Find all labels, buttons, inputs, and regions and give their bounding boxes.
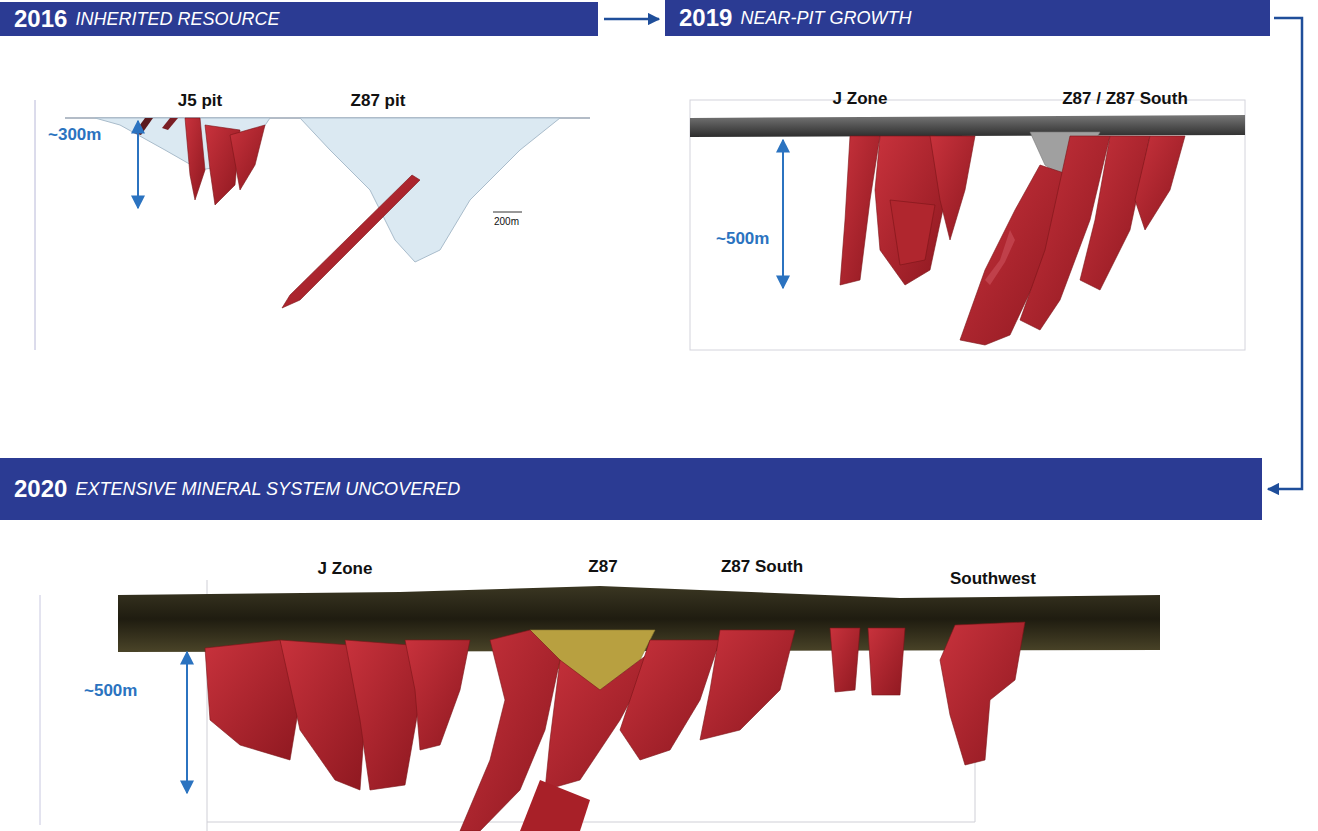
ore-body (345, 640, 420, 790)
ground-surface (690, 115, 1245, 137)
zone-label: J Zone (833, 90, 888, 109)
scale-label: 200m (494, 216, 519, 227)
zone-label: Southwest (950, 570, 1036, 589)
depth-arrow (137, 121, 139, 208)
model-frame (690, 100, 1245, 350)
zone-label: Z87 (588, 558, 617, 577)
depth-arrow (782, 140, 784, 288)
year-banner: 2020 EXTENSIVE MINERAL SYSTEM UNCOVERED (0, 458, 1262, 520)
pit-shell (300, 118, 560, 262)
ore-body (282, 175, 420, 308)
ore-body (940, 622, 1025, 765)
ore-body (230, 125, 265, 190)
banner-subtitle: INHERITED RESOURCE (75, 9, 279, 30)
banner-year: 2019 (679, 4, 732, 32)
panel-2020 (40, 580, 1160, 831)
depth-label: ~300m (48, 126, 101, 145)
banner-subtitle: NEAR-PIT GROWTH (740, 8, 911, 29)
panel-2016 (35, 100, 590, 350)
year-banner: 2016 INHERITED RESOURCE (0, 2, 598, 36)
ore-body (830, 628, 860, 692)
flow-arrow (604, 18, 659, 21)
ore-body (620, 640, 720, 760)
zone-label: Z87 pit (351, 92, 406, 111)
ore-body (1135, 136, 1185, 230)
zone-label: J Zone (318, 560, 373, 579)
banner-year: 2020 (14, 475, 67, 503)
zone-label: J5 pit (178, 92, 222, 111)
ore-body (985, 230, 1015, 285)
zone-label: Z87 South (721, 558, 803, 577)
depth-label: ~500m (84, 682, 137, 701)
year-banner: 2019 NEAR-PIT GROWTH (665, 0, 1270, 36)
ore-body (868, 628, 905, 695)
depth-label: ~500m (716, 230, 769, 249)
ore-body (134, 118, 153, 135)
depth-arrow (186, 652, 188, 793)
ore-body (840, 136, 880, 285)
depth-axis (40, 595, 41, 825)
banner-subtitle: EXTENSIVE MINERAL SYSTEM UNCOVERED (75, 479, 460, 500)
ore-body (162, 118, 178, 130)
banner-year: 2016 (14, 5, 67, 33)
ore-body (185, 118, 205, 200)
panel-2019 (690, 100, 1245, 350)
ore-body (700, 630, 795, 740)
model-frame (207, 822, 975, 823)
ore-body (520, 780, 590, 831)
ore-body (890, 200, 935, 265)
ore-body (930, 136, 975, 240)
zone-label: Z87 / Z87 South (1062, 90, 1188, 109)
flow-arrow (1268, 18, 1302, 489)
ore-body (405, 640, 470, 750)
depth-axis (35, 100, 36, 350)
scale-bar (493, 212, 522, 213)
